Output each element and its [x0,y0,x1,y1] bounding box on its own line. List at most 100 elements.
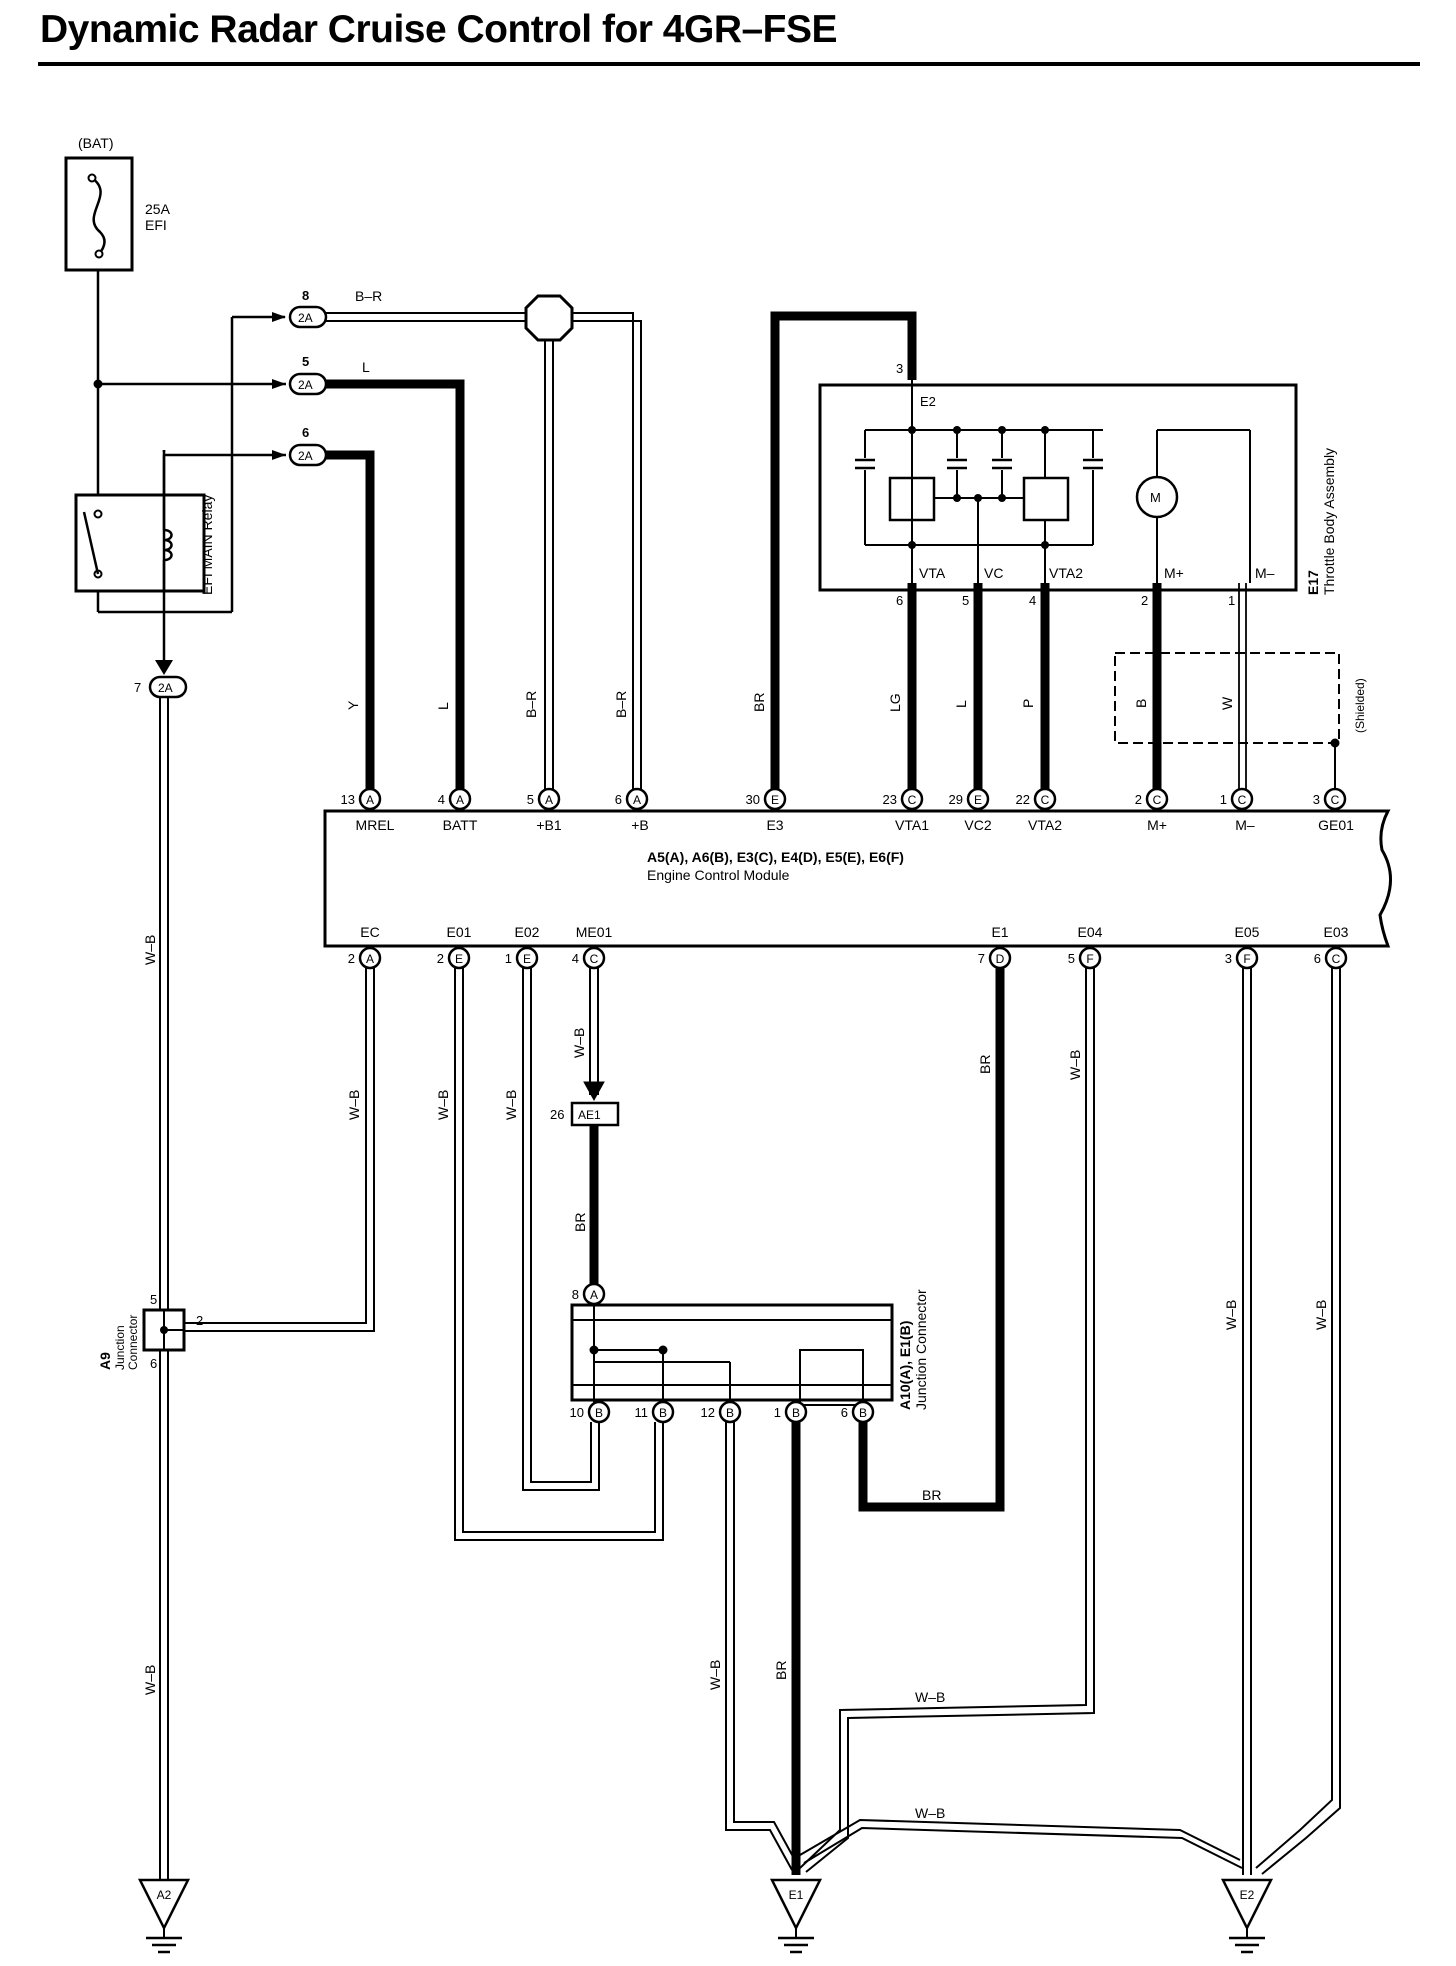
svg-text:W–B: W–B [503,1090,519,1120]
svg-text:BATT: BATT [443,817,478,833]
svg-text:F: F [1086,952,1093,966]
svg-text:2A: 2A [298,378,313,392]
svg-text:5: 5 [962,593,969,608]
svg-text:VTA2: VTA2 [1049,565,1083,581]
svg-text:M–: M– [1235,817,1255,833]
svg-text:BR: BR [751,693,767,712]
svg-text:P: P [1020,699,1036,708]
ecm-name: Engine Control Module [647,867,790,883]
svg-text:10: 10 [570,1405,584,1420]
junction-connector-a10 [570,1303,894,1406]
svg-text:C: C [1331,793,1340,807]
ground-e2 [1220,1878,1274,1954]
svg-text:E: E [771,793,779,807]
svg-text:2A: 2A [298,449,313,463]
svg-text:AE1: AE1 [578,1108,601,1122]
svg-text:B: B [726,1406,734,1420]
svg-text:E: E [455,952,463,966]
svg-text:B: B [1133,699,1149,708]
svg-text:B: B [595,1406,603,1420]
ground-a2-label: A2 [157,1888,172,1902]
svg-text:C: C [1238,793,1247,807]
svg-text:L: L [953,700,969,708]
svg-text:3: 3 [1313,792,1320,807]
svg-text:2: 2 [348,951,355,966]
svg-text:E: E [523,952,531,966]
svg-text:E2: E2 [920,394,936,409]
svg-text:M–: M– [1255,565,1275,581]
svg-text:A: A [633,793,641,807]
throttle-body-text: 3 E2 M VTA VC VTA2 M+ M– 6 5 4 2 1 E17 T… [896,361,1337,608]
svg-text:E1: E1 [991,924,1008,940]
svg-text:VC2: VC2 [964,817,991,833]
svg-text:8: 8 [302,288,309,303]
svg-text:3: 3 [896,361,903,376]
svg-text:22: 22 [1016,792,1030,807]
svg-text:C: C [1332,952,1341,966]
svg-text:MREL: MREL [356,817,395,833]
svg-text:A: A [366,952,374,966]
svg-text:2: 2 [1135,792,1142,807]
svg-text:L: L [435,702,451,710]
svg-text:C: C [1153,793,1162,807]
svg-text:1: 1 [1228,593,1235,608]
svg-text:26: 26 [550,1107,564,1122]
svg-text:EC: EC [360,924,379,940]
svg-text:F: F [1243,952,1250,966]
svg-text:4: 4 [438,792,445,807]
svg-text:7: 7 [978,951,985,966]
svg-text:LG: LG [887,693,903,712]
svg-text:2: 2 [437,951,444,966]
efi-main-relay [74,453,286,614]
bottom-harness-wires [159,697,1341,1880]
shielded-label: (Shielded) [1353,678,1367,733]
svg-text:M+: M+ [1147,817,1167,833]
fuse-supply-label: (BAT) [78,135,114,151]
svg-text:ME01: ME01 [576,924,613,940]
svg-text:4: 4 [572,951,579,966]
a9-code: A9 [97,1352,113,1370]
svg-text:6: 6 [150,1356,157,1371]
ground-e1 [769,1878,823,1954]
ground-e1-label: E1 [789,1888,804,1902]
svg-text:E02: E02 [515,924,540,940]
ground-e2-label: E2 [1240,1888,1255,1902]
svg-text:B–R: B–R [523,691,539,718]
svg-text:A: A [545,793,553,807]
svg-text:1: 1 [774,1405,781,1420]
svg-text:W: W [1219,696,1235,710]
svg-text:L: L [362,359,370,375]
svg-text:1: 1 [1220,792,1227,807]
svg-text:W–B: W–B [1223,1300,1239,1330]
svg-text:8: 8 [572,1287,579,1302]
connector-2a-group: 2A 8 2A 5 2A 6 [272,288,328,467]
svg-text:W–B: W–B [142,935,158,965]
svg-text:VTA1: VTA1 [895,817,929,833]
svg-text:6: 6 [1314,951,1321,966]
ground-a2 [137,1878,191,1954]
svg-text:30: 30 [746,792,760,807]
top-harness-wires [326,294,1340,790]
svg-text:M: M [1150,490,1161,505]
svg-text:C: C [590,952,599,966]
throttle-code: E17 [1305,570,1321,595]
svg-text:W–B: W–B [1313,1300,1329,1330]
svg-text:13: 13 [341,792,355,807]
ecm-box [323,809,1392,948]
svg-text:W–B: W–B [346,1090,362,1120]
svg-text:7: 7 [134,680,141,695]
svg-text:+B: +B [631,817,649,833]
svg-text:A: A [590,1288,598,1302]
svg-text:E03: E03 [1324,924,1349,940]
a10-code: A10(A), E1(B) [897,1321,913,1410]
fuse-name: EFI [145,217,167,233]
svg-text:23: 23 [883,792,897,807]
a10-name: Junction Connector [913,1289,929,1410]
junction-connector-a9: 5 6 2 A9 Junction Connector [97,1292,203,1371]
svg-text:GE01: GE01 [1318,817,1354,833]
svg-text:E04: E04 [1078,924,1103,940]
svg-text:5: 5 [1068,951,1075,966]
svg-text:BR: BR [572,1213,588,1232]
